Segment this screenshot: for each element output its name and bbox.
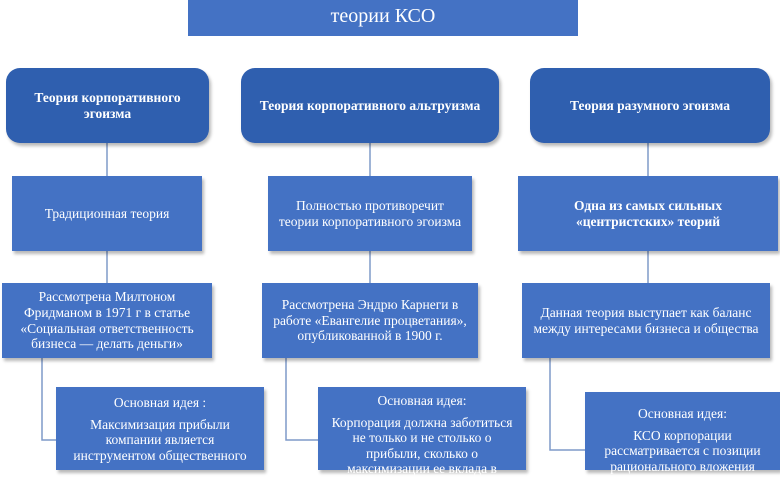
connector-c3-level3-idea	[549, 358, 585, 451]
header-corporate-altruism: Теория корпоративного альтруизма	[241, 68, 499, 143]
header-corporate-egoism: Теория корпоративного эгоизма	[6, 68, 209, 143]
c3-idea-text: КСО корпорации рассматривается с позиции…	[604, 427, 761, 474]
c3-idea-box: Основная идея: КСО корпорации рассматрив…	[585, 392, 780, 474]
c3-level2-box: Одна из самых сильных «центристских» тео…	[518, 176, 778, 251]
c3-level3-box: Данная теория выступает как баланс между…	[522, 283, 770, 358]
header-reasonable-egoism-text: Теория разумного эгоизма	[569, 97, 731, 113]
header-corporate-altruism-text: Теория корпоративного альтруизма	[259, 97, 481, 113]
c1-level2-box: Традиционная теория	[12, 176, 202, 251]
connector-c1-level3-idea	[41, 358, 56, 441]
c3-level3-text: Данная теория выступает как баланс между…	[533, 304, 759, 336]
title-text: теории КСО	[330, 5, 436, 27]
c1-idea-box: Основная идея : Максимизация прибыли ком…	[56, 387, 264, 470]
c1-level2-text: Традиционная теория	[44, 205, 170, 221]
c2-level3-text: Рассмотрена Эндрю Карнеги в работе «Еван…	[273, 297, 467, 344]
title-box: теории КСО	[188, 0, 578, 36]
c3-level2-text: Одна из самых сильных «центристских» тео…	[574, 197, 722, 229]
c1-idea-text: Максимизация прибыли компании является и…	[73, 416, 247, 463]
c2-level2-text: Полностью противоречит теории корпоратив…	[278, 197, 462, 229]
c2-idea-box: Основная идея: Корпорация должна заботит…	[318, 387, 526, 476]
header-corporate-egoism-text: Теория корпоративного эгоизма	[34, 89, 181, 121]
c1-level3-box: Рассмотрена Милтоном Фридманом в 1971 г …	[2, 283, 212, 358]
header-reasonable-egoism: Теория разумного эгоизма	[530, 68, 770, 143]
c1-idea-title: Основная идея :	[113, 395, 207, 410]
c2-idea-title: Основная идея:	[377, 393, 467, 408]
c3-idea-title: Основная идея:	[638, 406, 727, 421]
c2-level3-box: Рассмотрена Эндрю Карнеги в работе «Еван…	[262, 283, 478, 358]
c2-level2-box: Полностью противоречит теории корпоратив…	[268, 176, 472, 251]
connector-c2-level3-idea	[285, 358, 318, 441]
c2-idea-text: Корпорация должна заботиться не только и…	[331, 414, 513, 477]
c1-level3-text: Рассмотрена Милтоном Фридманом в 1971 г …	[20, 289, 194, 352]
